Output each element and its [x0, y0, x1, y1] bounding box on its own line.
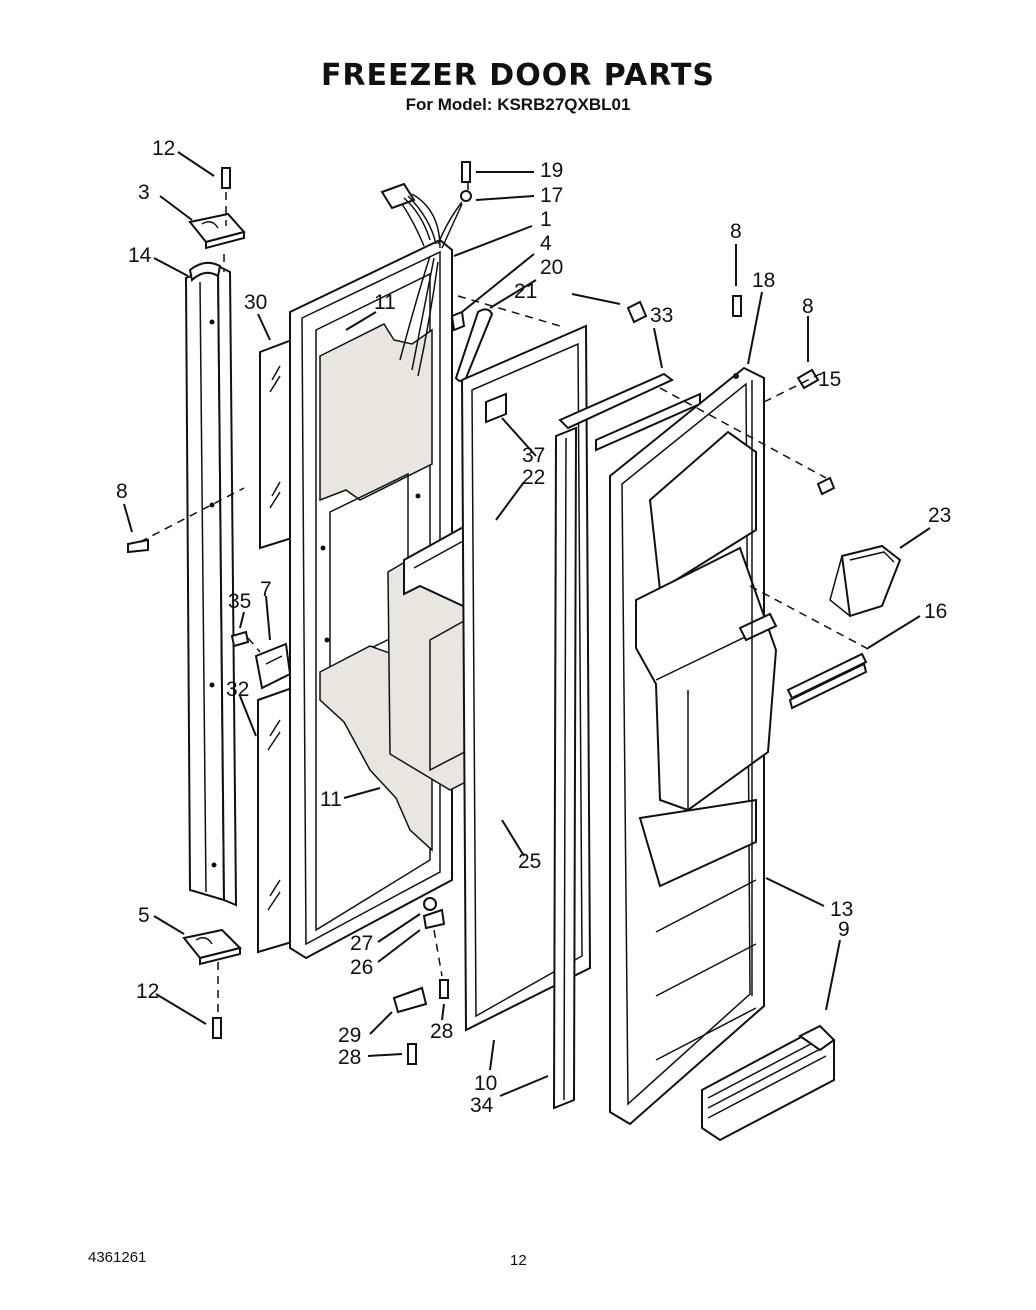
wire-harness-part — [380, 182, 463, 377]
door-bin-part — [701, 1024, 836, 1142]
callout-label: 23 — [928, 504, 951, 527]
callout-label: 20 — [540, 256, 563, 279]
ice-chute-part — [829, 544, 902, 618]
page-title: FREEZER DOOR PARTS — [320, 58, 716, 93]
callout-label: 18 — [752, 269, 775, 292]
door-liner-part — [609, 366, 778, 1126]
model-subtitle: For Model: KSRB27QXBL01 — [405, 95, 631, 114]
bracket-part — [254, 642, 292, 690]
callout-label: 8 — [116, 480, 128, 503]
lever-part — [786, 652, 868, 710]
callout-label: 11 — [320, 788, 342, 811]
callout-label: 11 — [374, 291, 396, 314]
callout-label: 19 — [540, 159, 563, 182]
callout-label: 17 — [540, 184, 563, 207]
callout-label: 4 — [540, 232, 552, 255]
callout-label: 33 — [650, 304, 673, 327]
callout-labels: 12 3 14 30 11 19 17 1 4 20 21 33 8 18 8 … — [116, 137, 951, 1117]
callout-label: 10 — [474, 1072, 497, 1095]
callout-label: 25 — [518, 850, 541, 873]
callout-label: 37 — [522, 444, 545, 467]
callout-label: 16 — [924, 600, 947, 623]
callout-label: 14 — [128, 244, 152, 267]
callout-label: 27 — [350, 932, 373, 955]
callout-label: 8 — [802, 295, 814, 318]
bottom-hinge-part — [182, 928, 242, 1039]
callout-label: 5 — [138, 904, 150, 927]
callout-label: 12 — [152, 137, 175, 160]
callout-label: 1 — [540, 208, 552, 231]
leader-lines — [123, 151, 931, 1097]
callout-label: 15 — [818, 368, 841, 391]
callout-label: 34 — [470, 1094, 494, 1117]
trim-strip-part — [184, 261, 238, 907]
callout-label: 28 — [430, 1020, 453, 1043]
lower-hardware-part — [392, 897, 449, 1065]
callout-label: 21 — [514, 280, 537, 303]
fastener-group — [450, 161, 648, 382]
callout-label: 8 — [730, 220, 742, 243]
callout-label: 22 — [522, 466, 545, 489]
callout-label: 28 — [338, 1046, 361, 1069]
callout-label: 9 — [838, 918, 850, 941]
callout-label: 3 — [138, 181, 150, 204]
callout-label: 7 — [260, 578, 272, 601]
callout-label: 30 — [244, 291, 267, 314]
breaker-strip-part — [552, 426, 578, 1110]
callout-label: 26 — [350, 956, 373, 979]
document-number: 4361261 — [88, 1249, 146, 1266]
callout-label: 32 — [226, 678, 249, 701]
top-hinge-part — [188, 167, 246, 272]
callout-label: 12 — [136, 980, 159, 1003]
callout-label: 29 — [338, 1024, 361, 1047]
callout-label: 35 — [228, 590, 251, 613]
page-number: 12 — [510, 1252, 527, 1269]
callout-label: 13 — [830, 898, 853, 921]
